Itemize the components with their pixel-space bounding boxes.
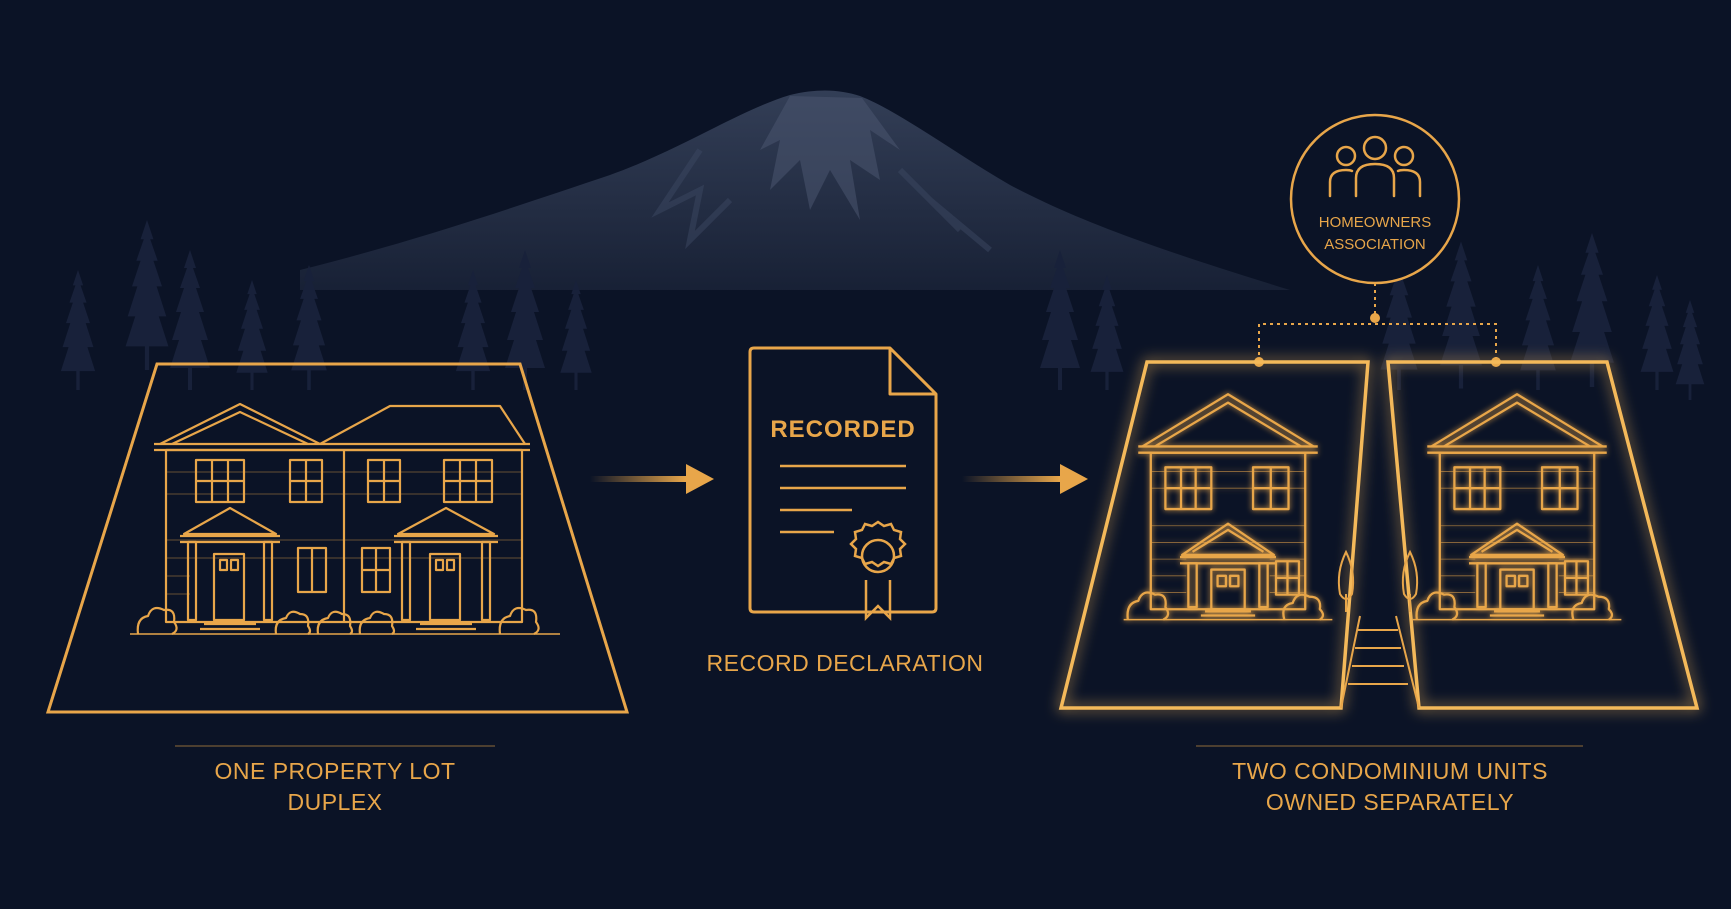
shared-walkway — [1340, 615, 1420, 709]
right-caption-line1: TWO CONDOMINIUM UNITS — [1232, 758, 1548, 784]
left-caption: ONE PROPERTY LOT DUPLEX — [150, 756, 520, 818]
left-caption-line2: DUPLEX — [287, 789, 383, 815]
left-caption-line1: ONE PROPERTY LOT — [214, 758, 456, 784]
middle-caption: RECORD DECLARATION — [660, 648, 1030, 679]
seal-icon — [849, 520, 907, 622]
right-panel: HOMEOWNERS ASSOCIATION — [1058, 113, 1700, 747]
hoa-label-line2: ASSOCIATION — [1324, 236, 1425, 253]
arrow-right-icon — [962, 464, 1088, 494]
left-panel — [45, 362, 630, 747]
unit-b-lot-outline — [1386, 360, 1700, 710]
tree-icon — [1337, 549, 1419, 612]
document-icon: RECORDED — [748, 346, 938, 622]
hoa-badge: HOMEOWNERS ASSOCIATION — [1289, 113, 1461, 285]
arrow-right-icon — [590, 464, 714, 494]
mountain-icon — [300, 90, 1290, 290]
house-icon — [130, 402, 560, 635]
right-caption: TWO CONDOMINIUM UNITS OWNED SEPARATELY — [1170, 756, 1610, 818]
hoa-label-line1: HOMEOWNERS — [1319, 214, 1432, 231]
middle-caption-line: RECORD DECLARATION — [706, 650, 984, 676]
hoa-connector — [1258, 283, 1497, 362]
property-lot-outline — [45, 362, 630, 714]
people-icon — [1328, 135, 1422, 198]
document-label: RECORDED — [770, 416, 915, 443]
right-caption-line2: OWNED SEPARATELY — [1265, 789, 1515, 815]
